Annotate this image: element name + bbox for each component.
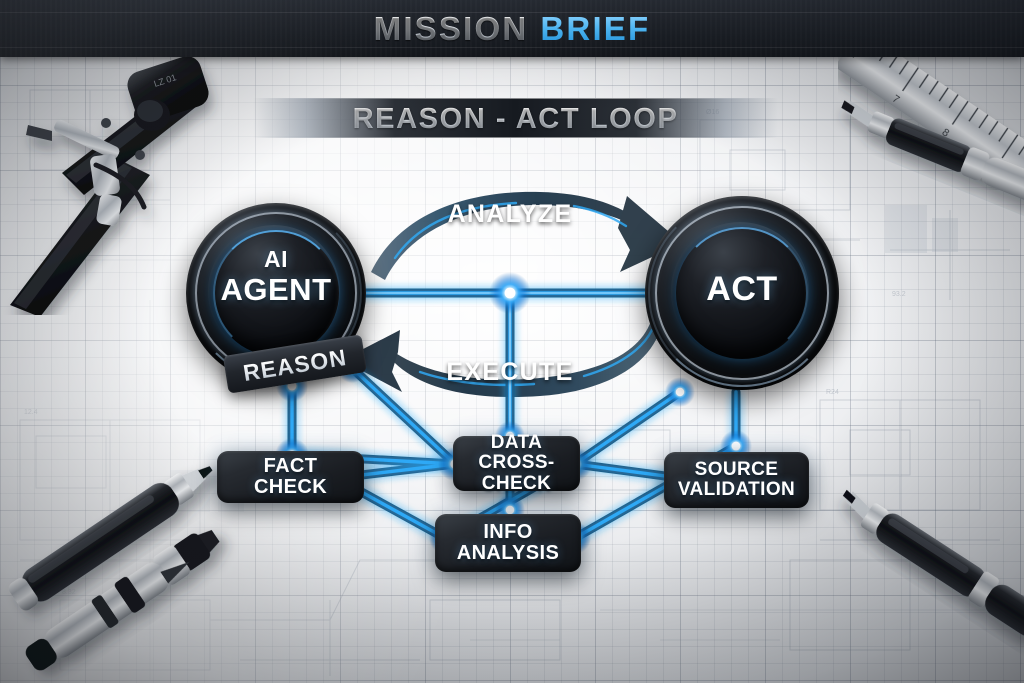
- page-title: REASON - ACT LOOP: [253, 103, 778, 136]
- card-info-analysis[interactable]: INFO ANALYSIS: [435, 514, 581, 572]
- card-source-validation-line2: VALIDATION: [677, 479, 796, 500]
- card-source-validation[interactable]: SOURCE VALIDATION: [664, 452, 809, 508]
- card-info-analysis-line1: INFO: [483, 520, 533, 543]
- header-title-accent: BRIEF: [540, 10, 651, 47]
- execute-flow-label: EXECUTE: [446, 358, 574, 386]
- card-source-validation-line1: SOURCE: [694, 458, 779, 480]
- node-ai-agent-label-line2: AGENT: [220, 272, 332, 307]
- card-data-cross-check[interactable]: DATA CROSS-CHECK: [453, 432, 580, 494]
- section-title-bar-bottom-edge: [253, 137, 778, 138]
- card-data-cross-check-line2: CROSS-CHECK: [478, 452, 555, 494]
- node-ai-agent-label-line1: AI: [264, 246, 288, 272]
- analyze-flow-label: ANALYZE: [447, 200, 573, 228]
- header-title-primary: MISSION: [373, 10, 529, 47]
- section-title-bar-top-edge: [253, 98, 778, 99]
- card-fact-check-label: FACT CHECK: [253, 454, 328, 498]
- header-title: MISSION BRIEF: [0, 10, 1024, 48]
- card-data-cross-check-line1: DATA: [490, 432, 543, 454]
- node-act-label: ACT: [706, 270, 778, 308]
- card-info-analysis-line2: ANALYSIS: [456, 542, 560, 564]
- card-fact-check[interactable]: FACT CHECK: [217, 451, 364, 503]
